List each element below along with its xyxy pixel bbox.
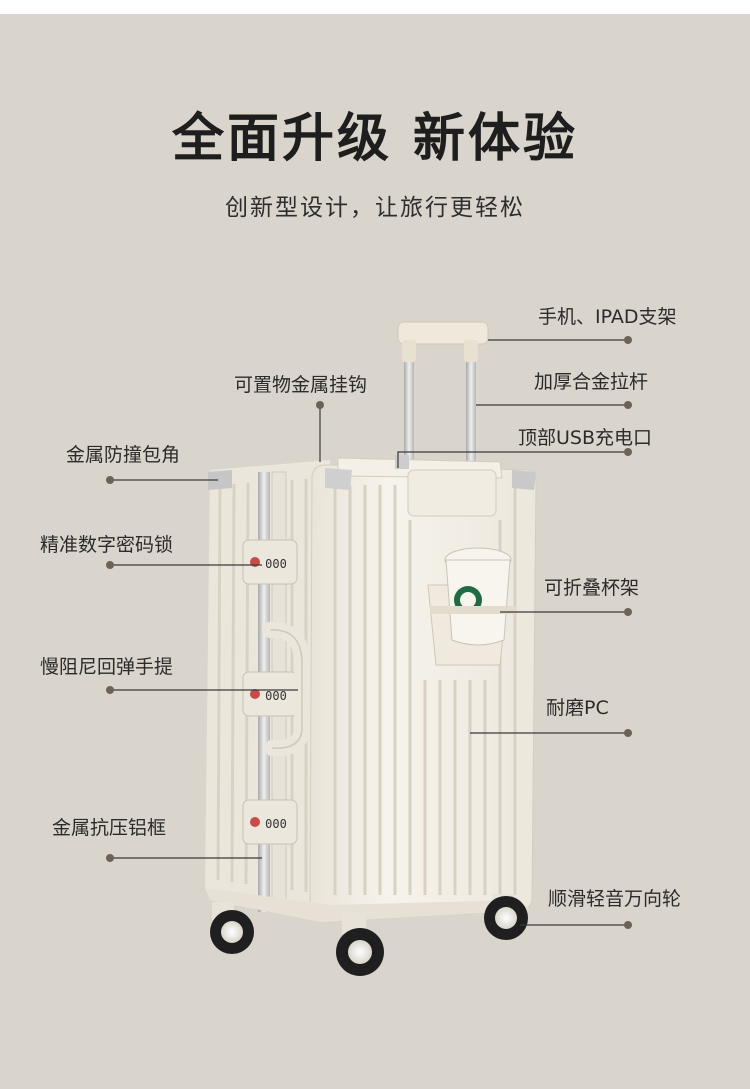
svg-text:000: 000 [265,689,287,703]
callout-pc-shell: 耐磨PC [546,697,609,719]
tsa-lock-top: 000 [242,539,298,585]
callout-leader-lines [110,339,628,926]
tsa-lock-bottom: 000 [242,799,298,845]
callout-alloy-handle: 加厚合金拉杆 [534,371,649,393]
callout-tsa-lock: 精准数字密码锁 [40,534,174,556]
corner-guard-top-left [208,470,232,490]
top-handle-housing [337,455,503,517]
corner-guard-top-right [512,470,536,490]
cup-holder [427,547,516,666]
svg-text:000: 000 [265,817,287,831]
wheel-front-right-icon [336,912,384,976]
wheel-back-right-icon [484,894,528,940]
callout-aluminum-frame: 金属抗压铝框 [52,817,167,839]
callout-side-handle: 慢阻尼回弹手提 [40,656,174,678]
telescopic-handle [397,321,489,495]
page-title: 全面升级 新体验 [171,109,579,169]
suitcase-base [205,888,530,922]
wheel-front-left-icon [210,902,254,954]
svg-text:000: 000 [265,557,287,571]
usb-port-icon [395,455,409,469]
page-subtitle: 创新型设计，让旅行更轻松 [225,195,525,221]
callout-phone-ipad-stand: 手机、IPAD支架 [538,306,677,328]
tsa-lock-middle: 000 [242,671,298,717]
callout-usb-port: 顶部USB充电口 [518,427,653,449]
callout-cup-holder: 可折叠杯架 [544,577,640,599]
corner-guard-top-mid [325,468,352,490]
callout-hook: 可置物金属挂钩 [234,374,368,396]
suitcase-front-shell [309,464,537,913]
spinner-wheels [210,894,528,976]
top-white-strip [0,0,750,14]
callout-dots [106,336,632,929]
callout-corner-guard: 金属防撞包角 [66,444,181,466]
callout-wheels: 顺滑轻音万向轮 [548,888,682,910]
